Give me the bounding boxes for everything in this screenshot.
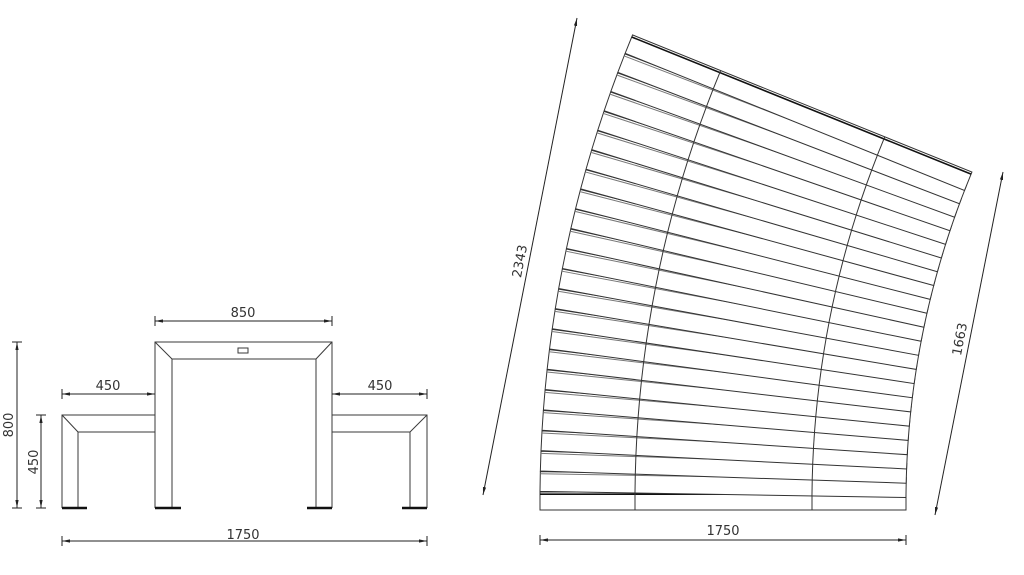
support-divider: [634, 454, 637, 475]
bench-right: [332, 414, 428, 508]
support-divider: [639, 379, 643, 400]
support-divider: [651, 286, 657, 306]
support-divider: [645, 323, 650, 344]
support-divider: [706, 87, 715, 107]
support-divider: [682, 158, 689, 178]
support-divider: [635, 435, 638, 456]
dim-line-left-arc: [482, 17, 578, 496]
dim-label-bench-right: 450: [368, 379, 393, 394]
dim-label-total-height: 800: [2, 413, 17, 438]
bench-left: [61, 414, 155, 508]
support-divider: [662, 231, 669, 251]
support-divider: [876, 136, 886, 156]
table-frame: [154, 341, 333, 508]
support-divider: [667, 212, 674, 233]
support-divider: [712, 70, 722, 90]
table-badge: [237, 347, 249, 354]
dim-label-top-width: 1750: [706, 524, 739, 539]
support-divider: [637, 398, 641, 418]
dim-label-seat-height: 450: [27, 450, 42, 475]
support-divider: [671, 194, 678, 215]
support-divider: [676, 176, 684, 196]
plank-fan: [539, 34, 973, 511]
support-divider: [641, 360, 645, 381]
support-divider: [648, 304, 653, 325]
support-divider: [699, 105, 708, 125]
top-view: 2343 1663 1750: [482, 17, 1004, 545]
support-divider: [636, 416, 639, 437]
support-divider: [687, 140, 695, 160]
support-divider: [658, 249, 664, 270]
dim-label-left-arc: 2343: [510, 244, 531, 279]
support-divider: [693, 123, 701, 143]
dim-label-right-arc: 1663: [950, 322, 971, 357]
support-divider: [643, 341, 647, 362]
support-divider: [655, 267, 660, 288]
dim-label-bench-left: 450: [96, 379, 121, 394]
dim-label-table-width: 850: [231, 306, 256, 321]
front-view: 850 450 450 800 450 1750: [2, 306, 428, 546]
dim-line-right-arc: [934, 171, 1004, 516]
dim-label-total-width: 1750: [226, 528, 259, 543]
plank-gap-line: [631, 36, 972, 175]
